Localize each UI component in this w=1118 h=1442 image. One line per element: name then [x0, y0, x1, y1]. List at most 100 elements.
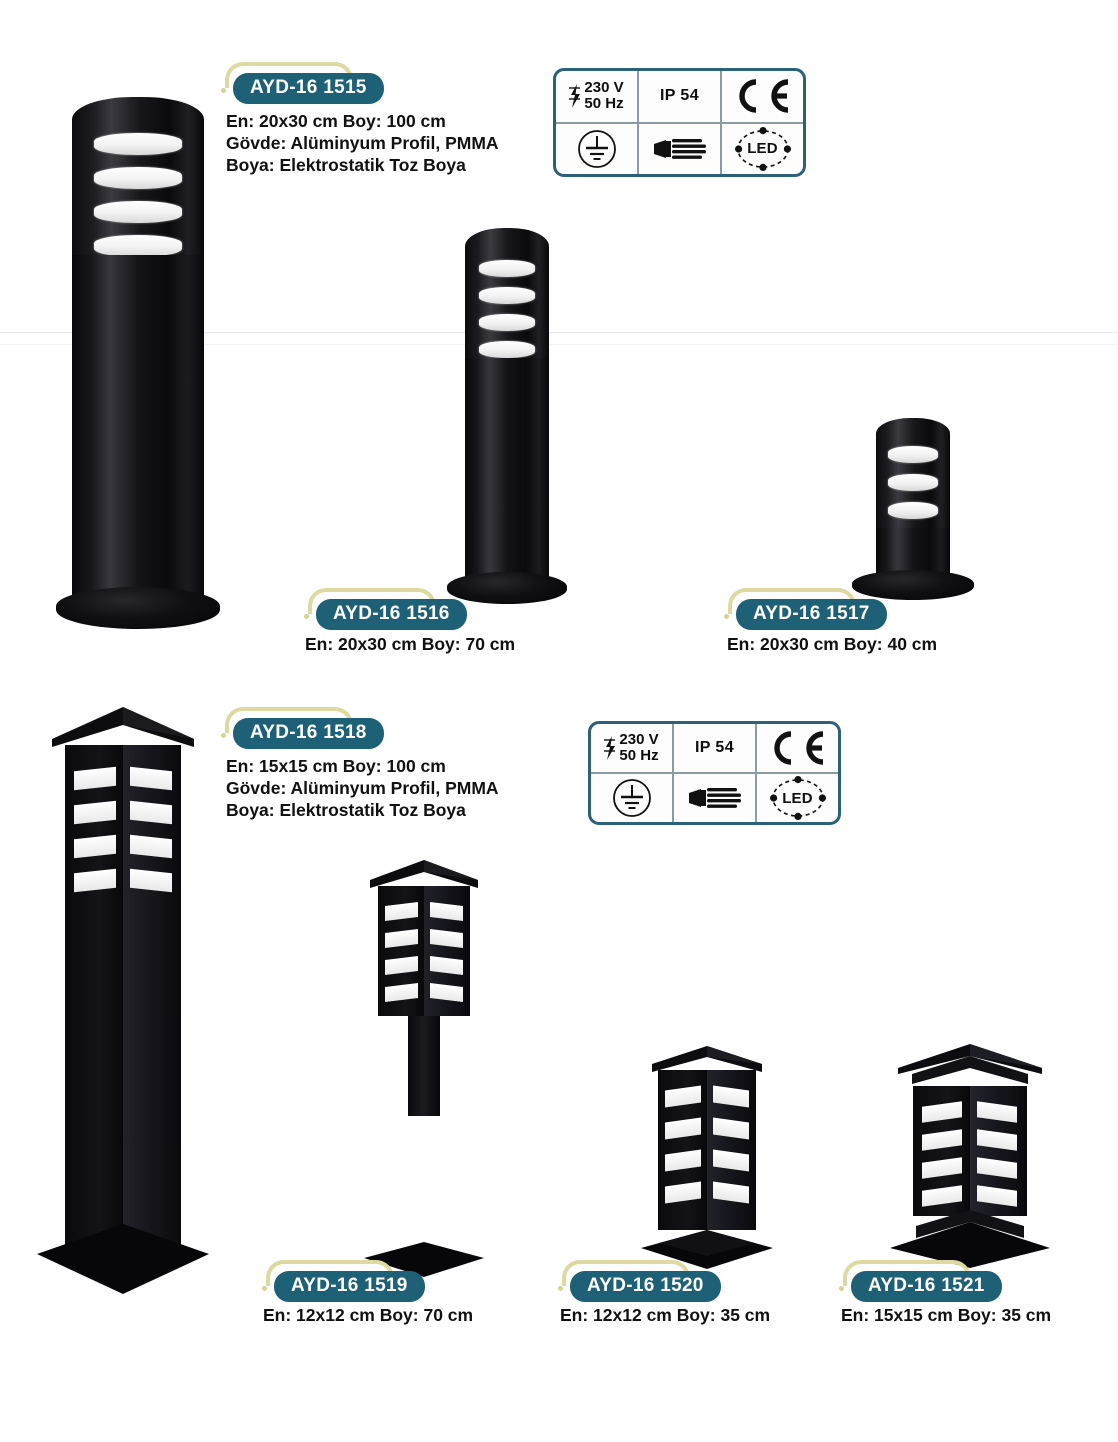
spec-line: En: 20x30 cm Boy: 70 cm — [305, 634, 516, 654]
product-spec-1520: En: 12x12 cm Boy: 35 cm — [560, 1304, 770, 1326]
lamp-base-1520 — [641, 1230, 773, 1269]
lamp-pole — [408, 1016, 440, 1116]
voltage-value: 230 V — [619, 730, 659, 748]
led-circle-icon — [769, 776, 826, 820]
product-code: AYD-16 1519 — [274, 1271, 425, 1302]
spec-line: En: 15x15 cm Boy: 35 cm — [841, 1305, 1052, 1325]
cert-cell-led: LED — [755, 774, 838, 822]
product-image-1517 — [876, 418, 950, 586]
product-code: AYD-16 1521 — [851, 1271, 1002, 1302]
product-code: AYD-16 1515 — [233, 73, 384, 104]
product-badge-1515: AYD-16 1515 — [219, 62, 384, 110]
ce-mark-icon — [738, 79, 788, 113]
lightning-bolt-icon — [569, 84, 581, 109]
product-image-1515 — [72, 97, 204, 617]
led-label: LED — [782, 789, 813, 807]
light-slot — [94, 167, 182, 189]
lamp-base-1518 — [37, 1224, 209, 1294]
product-code: AYD-16 1517 — [736, 599, 887, 630]
product-spec-1515: En: 20x30 cm Boy: 100 cm Gövde: Alüminyu… — [226, 110, 499, 177]
cert-row-top: 230 V 50 Hz IP 54 — [556, 71, 803, 124]
lamp-base-1521 — [890, 1210, 1050, 1268]
certification-box-1: 230 V 50 Hz IP 54 — [553, 68, 806, 177]
product-code: AYD-16 1516 — [316, 599, 467, 630]
spec-line: En: 20x30 cm Boy: 40 cm — [727, 634, 938, 654]
lamp-shaft — [72, 255, 204, 595]
certification-box-2: 230 V 50 Hz IP 54 — [588, 721, 841, 825]
lamp-base-1517 — [852, 570, 974, 600]
product-badge-1518: AYD-16 1518 — [219, 707, 384, 755]
spec-line: En: 12x12 cm Boy: 35 cm — [560, 1305, 771, 1325]
badge-dot — [262, 1286, 267, 1291]
lamp-shaft — [465, 358, 549, 588]
ce-mark-icon — [773, 731, 823, 765]
cert-cell-ce — [720, 71, 803, 122]
light-slot — [94, 235, 182, 257]
led-circle-icon — [734, 126, 791, 171]
earth-ground-icon — [577, 129, 616, 168]
lamp-icon — [653, 138, 706, 159]
frequency-value: 50 Hz — [584, 95, 624, 113]
light-slot — [888, 446, 938, 463]
spec-line: En: 15x15 cm Boy: 100 cm — [226, 756, 446, 776]
light-slot — [479, 341, 535, 358]
product-code: AYD-16 1518 — [233, 718, 384, 749]
cert-row-top: 230 V 50 Hz IP 54 — [591, 724, 838, 774]
cert-cell-voltage: 230 V 50 Hz — [591, 724, 672, 772]
badge-dot — [724, 614, 729, 619]
spec-line: En: 12x12 cm Boy: 70 cm — [263, 1305, 474, 1325]
product-image-1518 — [48, 705, 198, 1265]
cert-cell-ce — [755, 724, 838, 772]
product-badge-1519: AYD-16 1519 — [260, 1260, 425, 1308]
lamp-cap — [652, 1046, 762, 1072]
earth-ground-icon — [612, 779, 651, 817]
lamp-base-1515 — [56, 587, 220, 629]
cert-cell-ip: IP 54 — [637, 71, 720, 122]
product-spec-1519: En: 12x12 cm Boy: 70 cm — [263, 1304, 473, 1326]
badge-dot — [221, 88, 226, 93]
product-spec-1521: En: 15x15 cm Boy: 35 cm — [841, 1304, 1051, 1326]
product-badge-1520: AYD-16 1520 — [556, 1260, 721, 1308]
lightning-bolt-icon — [604, 736, 616, 760]
light-slot — [94, 201, 182, 223]
product-spec-1518: En: 15x15 cm Boy: 100 cm Gövde: Alüminyu… — [226, 755, 499, 822]
lamp-cap — [370, 860, 478, 888]
led-label: LED — [747, 140, 778, 158]
cert-row-bottom: LED — [591, 774, 838, 822]
product-badge-1517: AYD-16 1517 — [722, 588, 887, 636]
spec-line: En: 20x30 cm Boy: 100 cm — [226, 111, 446, 131]
lamp-icon — [688, 788, 741, 808]
cert-cell-voltage: 230 V 50 Hz — [556, 71, 637, 122]
cert-cell-lamp — [672, 774, 755, 822]
badge-dot — [304, 614, 309, 619]
lamp-base-1519 — [364, 1242, 484, 1277]
cert-row-bottom: LED — [556, 123, 803, 175]
cert-cell-led: LED — [720, 123, 803, 174]
lamp-face-right — [123, 745, 181, 1259]
lamp-base-1516 — [447, 572, 567, 604]
light-slot — [888, 502, 938, 519]
cert-cell-ground — [556, 124, 637, 175]
spec-line: Boya: Elektrostatik Toz Boya — [226, 800, 466, 821]
product-code: AYD-16 1520 — [570, 1271, 721, 1302]
badge-dot — [839, 1286, 844, 1291]
lamp-cap — [898, 1044, 1042, 1084]
cert-cell-ground — [591, 774, 672, 822]
light-slot — [479, 260, 535, 277]
spec-line: Gövde: Alüminyum Profil, PMMA — [226, 778, 499, 799]
voltage-value: 230 V — [584, 79, 624, 97]
ip-rating: IP 54 — [694, 739, 735, 756]
lamp-face-left — [65, 745, 123, 1259]
badge-dot — [558, 1286, 563, 1291]
product-spec-1516: En: 20x30 cm Boy: 70 cm — [305, 633, 515, 655]
product-badge-1521: AYD-16 1521 — [837, 1260, 1002, 1308]
product-image-1521 — [890, 1042, 1050, 1272]
product-badge-1516: AYD-16 1516 — [302, 588, 467, 636]
ip-rating: IP 54 — [659, 87, 700, 105]
product-image-1519 — [366, 858, 482, 1258]
product-spec-1517: En: 20x30 cm Boy: 40 cm — [727, 633, 937, 655]
product-image-1520 — [648, 1044, 766, 1270]
badge-dot — [221, 733, 226, 738]
product-image-1516 — [465, 228, 549, 588]
cert-cell-ip: IP 54 — [672, 724, 755, 772]
